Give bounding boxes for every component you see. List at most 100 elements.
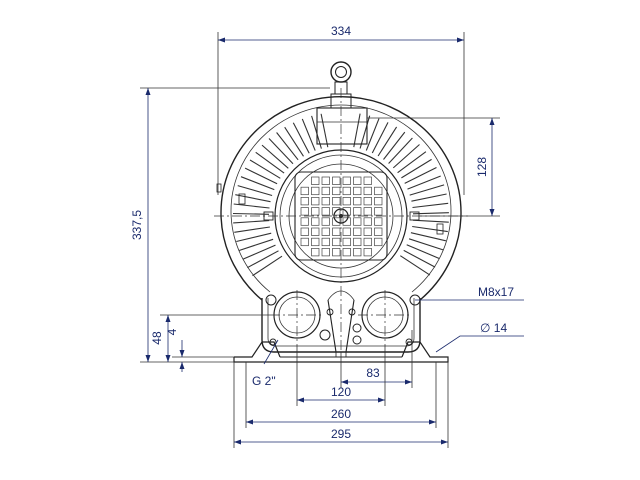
cooling-fin bbox=[388, 137, 413, 164]
grille-cell bbox=[332, 237, 341, 247]
grille-cell bbox=[332, 176, 341, 185]
grille-cell bbox=[374, 207, 383, 216]
cooling-fin bbox=[232, 212, 270, 215]
grille-cell bbox=[332, 227, 341, 236]
grille-cell bbox=[332, 197, 341, 206]
cooling-fin bbox=[401, 158, 432, 179]
grille-cell bbox=[311, 237, 320, 247]
cooling-fin bbox=[233, 220, 270, 224]
grille-cell bbox=[321, 197, 330, 206]
cooling-fin bbox=[410, 232, 447, 242]
grille-cell bbox=[332, 217, 341, 226]
grille-cell bbox=[342, 176, 351, 185]
grille-cell bbox=[321, 237, 330, 247]
grille-cell bbox=[342, 186, 351, 196]
cooling-fin bbox=[412, 212, 449, 215]
grille-cell bbox=[332, 186, 341, 196]
dim-thread: M8x17 bbox=[478, 285, 514, 299]
grille-cell bbox=[363, 176, 372, 185]
grille-cell bbox=[363, 217, 372, 226]
cooling-fin bbox=[403, 249, 436, 268]
dim-port-spacing: 120 bbox=[331, 385, 351, 399]
grille-cell bbox=[311, 227, 320, 236]
grille-cell bbox=[353, 248, 362, 257]
dim-flange-height: 48 bbox=[150, 331, 164, 345]
cooling-fin bbox=[268, 138, 294, 165]
cooling-fin bbox=[371, 122, 389, 154]
grille-cell bbox=[311, 176, 320, 185]
grille-cell bbox=[342, 197, 351, 206]
grille-cell bbox=[342, 227, 351, 236]
cooling-fin bbox=[377, 126, 398, 157]
cooling-fin bbox=[353, 113, 361, 148]
grille-cell bbox=[321, 207, 330, 216]
center-lines bbox=[214, 88, 468, 352]
grille-cell bbox=[353, 237, 362, 247]
cooling-fin bbox=[233, 203, 270, 209]
grille-cell bbox=[321, 248, 330, 257]
cooling-fin bbox=[252, 255, 283, 277]
cooling-fin bbox=[238, 238, 274, 252]
outlet-block bbox=[316, 107, 368, 145]
grille-cell bbox=[321, 176, 330, 185]
cooling-fin bbox=[247, 250, 279, 269]
cooling-fin bbox=[412, 219, 449, 223]
cooling-fin bbox=[292, 122, 310, 154]
grille-cell bbox=[363, 186, 372, 196]
grille-cell bbox=[311, 186, 320, 196]
grille-cell bbox=[342, 207, 351, 216]
cooling-fin bbox=[236, 232, 272, 243]
cooling-fin bbox=[409, 184, 445, 196]
cooling-fin bbox=[249, 159, 281, 179]
dim-port-offset: 83 bbox=[366, 366, 380, 380]
cooling-fin bbox=[359, 115, 371, 149]
cooling-fin bbox=[392, 144, 420, 169]
cooling-fin bbox=[237, 185, 273, 197]
dim-overall-height: 337,5 bbox=[130, 210, 144, 240]
dim-hole-diameter: ∅ 14 bbox=[480, 321, 507, 335]
grille-cell bbox=[374, 227, 383, 236]
grille-cell bbox=[374, 237, 383, 247]
cooling-fin bbox=[404, 167, 437, 184]
grille-cell bbox=[353, 217, 362, 226]
dim-port-thread: G 2" bbox=[252, 374, 276, 388]
grille-cell bbox=[300, 207, 309, 216]
blower-body bbox=[216, 61, 462, 363]
grille-cell bbox=[353, 207, 362, 216]
cooling-fins bbox=[232, 113, 449, 277]
dimension-lines bbox=[140, 32, 524, 448]
port-bolts bbox=[265, 294, 421, 346]
dim-foot-hole-spacing: 260 bbox=[331, 407, 351, 421]
grille-cell bbox=[342, 237, 351, 247]
cooling-fin bbox=[244, 167, 278, 185]
cooling-fin bbox=[284, 126, 304, 157]
grille-cell bbox=[300, 197, 309, 206]
grille-cell bbox=[311, 207, 320, 216]
cooling-fin bbox=[261, 144, 289, 169]
cooling-fin bbox=[240, 176, 275, 191]
grille-cell bbox=[353, 197, 362, 206]
cooling-fin bbox=[411, 193, 447, 202]
cooling-fin bbox=[276, 132, 299, 161]
grille-cell bbox=[363, 248, 372, 257]
cooling-fin bbox=[301, 118, 316, 151]
grille-cell bbox=[300, 237, 309, 247]
grille-cell bbox=[374, 197, 383, 206]
grille-cell bbox=[321, 227, 330, 236]
cooling-fin bbox=[320, 113, 329, 148]
cooling-fin bbox=[383, 131, 406, 160]
cooling-fin bbox=[412, 225, 448, 233]
grille-cell bbox=[363, 197, 372, 206]
grille-cell bbox=[300, 217, 309, 226]
dim-foot-width: 295 bbox=[331, 427, 351, 441]
cooling-fin bbox=[397, 151, 427, 174]
cooling-fin bbox=[399, 255, 431, 276]
grille-cell bbox=[311, 248, 320, 257]
grille-cell bbox=[342, 248, 351, 257]
grille-cell bbox=[332, 207, 341, 216]
grille-cell bbox=[353, 186, 362, 196]
grille-cell bbox=[363, 207, 372, 216]
grille-cell bbox=[321, 186, 330, 196]
grille-cell bbox=[300, 186, 309, 196]
